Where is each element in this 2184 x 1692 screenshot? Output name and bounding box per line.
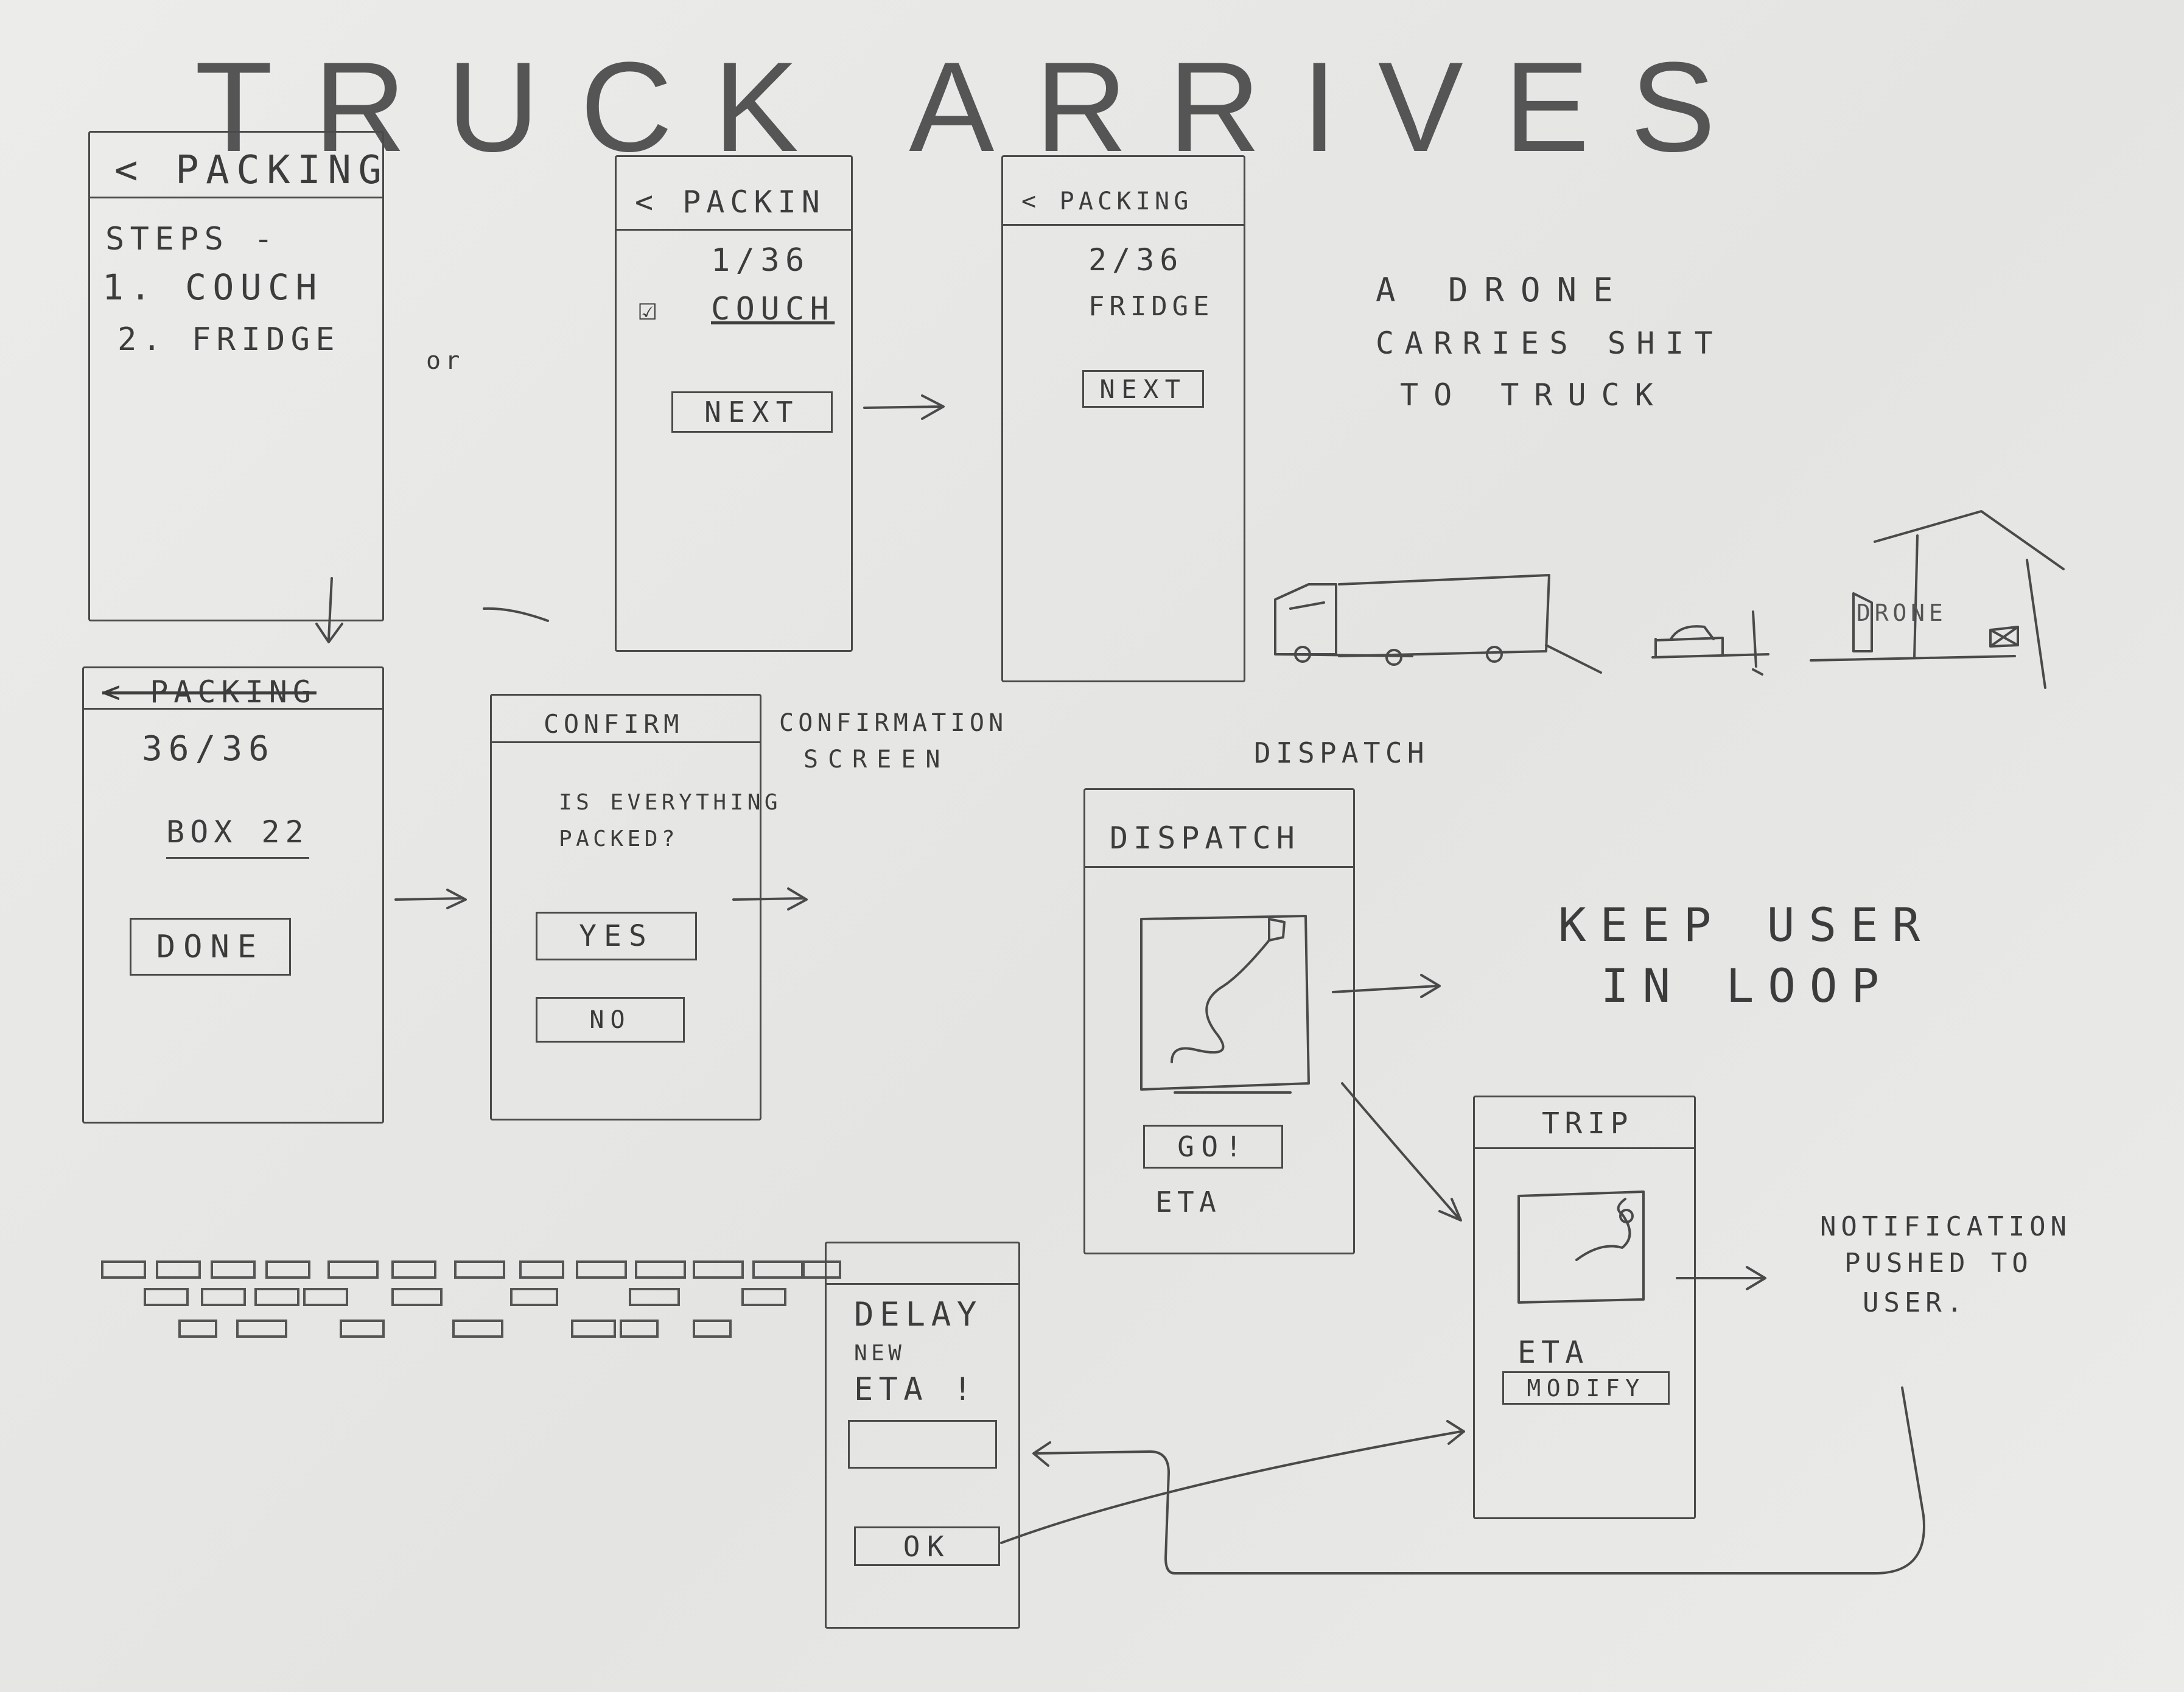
screen-final: < PACKING 36/36 BOX 22 DONE	[82, 666, 384, 1124]
next-button[interactable]: NEXT	[671, 391, 833, 433]
ok-button[interactable]: OK	[854, 1526, 1000, 1566]
screen-steps: < PACKING STEPS - 1. COUCH 2. FRIDGE	[88, 131, 384, 621]
arrow-trip-out	[1676, 1266, 1766, 1290]
step-counter: 2/36	[1088, 242, 1184, 278]
eta-label: ETA	[1155, 1186, 1221, 1218]
no-button[interactable]: NO	[536, 997, 685, 1043]
trip-map-drawing	[1517, 1190, 1645, 1304]
confirm-question: PACKED?	[559, 827, 679, 851]
step-item: 1. COUCH	[102, 267, 323, 308]
arrow-dispatch-to-trip	[1341, 1082, 1462, 1222]
screen-header: DELAY	[854, 1295, 983, 1334]
or-connector: or	[426, 347, 464, 375]
check-icon: ☑	[638, 291, 663, 327]
notification-note: NOTIFICATION	[1820, 1211, 2071, 1242]
step-counter: 1/36	[711, 242, 810, 279]
screen-header: < PACKING	[102, 674, 317, 710]
screen-header: CONFIRM	[544, 709, 684, 739]
keep-user-note: IN LOOP	[1601, 959, 1893, 1013]
screen-trip: TRIP ETA MODIFY	[1473, 1096, 1696, 1519]
drone-note: CARRIES SHIT	[1376, 326, 1724, 361]
go-button[interactable]: GO!	[1143, 1125, 1283, 1169]
drone-house-drawing	[1810, 510, 2065, 689]
steps-label: STEPS -	[105, 221, 279, 257]
yes-button[interactable]: YES	[536, 912, 697, 960]
step-counter: 36/36	[142, 729, 275, 769]
next-button[interactable]: NEXT	[1082, 370, 1204, 408]
drone-note: A DRONE	[1376, 271, 1629, 309]
modify-button[interactable]: MODIFY	[1502, 1371, 1670, 1405]
cart-drawing	[1651, 610, 1769, 676]
delay-text: ETA !	[854, 1371, 978, 1408]
arrow-ok-to-trip	[1000, 1420, 1465, 1544]
keep-user-note: KEEP USER	[1558, 898, 1934, 952]
truck-drawing	[1274, 574, 1550, 657]
screen-header: TRIP	[1542, 1106, 1634, 1141]
drone-note: TO TRUCK	[1400, 377, 1668, 413]
arrow-final-to-confirm	[394, 889, 467, 909]
confirm-question: IS EVERYTHING	[559, 790, 782, 815]
done-button[interactable]: DONE	[130, 918, 291, 976]
screen-header: < PACKING	[114, 148, 389, 193]
arrow-steps-down	[315, 577, 343, 643]
notification-note: PUSHED TO	[1844, 1248, 2033, 1279]
arrow-connector	[483, 607, 549, 622]
screen-confirm: CONFIRM IS EVERYTHING PACKED? YES NO	[490, 694, 778, 1120]
notification-note: USER.	[1863, 1287, 1968, 1318]
arrow-step1-to-step2	[863, 394, 945, 420]
dispatch-note: DISPATCH	[1254, 736, 1429, 769]
screen-step-2: < PACKING 2/36 FRIDGE NEXT	[1001, 155, 1245, 682]
confirmation-note: CONFIRMATION	[779, 709, 1008, 737]
arrow-loop-back	[1032, 1386, 1925, 1575]
step-item: FRIDGE	[1088, 291, 1214, 322]
screen-delay: DELAY NEW ETA ! OK	[825, 1242, 1020, 1629]
new-eta-input[interactable]	[848, 1420, 997, 1469]
confirmation-note: SCREEN	[803, 746, 950, 774]
keyboard-sketch	[101, 1260, 841, 1338]
screen-step-1: < PACKIN 1/36 ☑ COUCH NEXT	[615, 155, 853, 652]
step-item: BOX 22	[166, 814, 309, 859]
step-item: COUCH	[711, 291, 835, 327]
arrow-confirm-out	[732, 887, 808, 911]
screen-header: < PACKING	[1021, 187, 1193, 215]
dispatch-map-drawing	[1140, 915, 1310, 1094]
screen-dispatch: DISPATCH GO! ETA	[1083, 788, 1355, 1254]
drone-label: DRONE	[1857, 600, 1947, 626]
arrow-dispatch-out	[1332, 974, 1441, 998]
delay-text: NEW	[854, 1341, 906, 1366]
sketch-title: TRUCK ARRIVES	[195, 35, 1757, 178]
screen-header: DISPATCH	[1110, 820, 1300, 856]
screen-header: < PACKIN	[635, 184, 825, 220]
eta-label: ETA	[1517, 1335, 1589, 1370]
step-item: 2. FRIDGE	[117, 321, 340, 358]
